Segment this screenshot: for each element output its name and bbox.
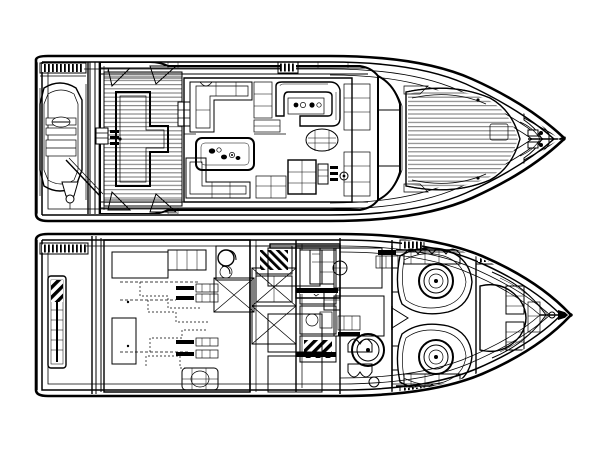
- view-lower-deck: [34, 232, 573, 398]
- swim-platform-lower: [36, 236, 93, 394]
- lower-deck-sheer-line-2: [47, 245, 551, 385]
- chain-locker: [491, 271, 568, 359]
- cabin-furniture: [296, 249, 399, 357]
- aft-deck-table: [115, 91, 169, 187]
- ladder-hatching: [51, 280, 63, 302]
- tender: [39, 82, 83, 192]
- cooktop: [287, 97, 325, 115]
- master-cabin: [475, 262, 541, 374]
- side-deck-vent: [277, 62, 299, 74]
- saloon-cabinetry: [253, 81, 287, 199]
- boarding-ladder: [47, 275, 67, 369]
- swim-platform: [36, 62, 89, 214]
- forward-bulkhead-cabinets: [343, 83, 371, 197]
- table-place-settings: [208, 147, 241, 160]
- side-decks: [100, 62, 368, 214]
- view-main-deck: [34, 54, 566, 223]
- utility-area: [215, 245, 293, 303]
- saloon-settee-aft: [185, 157, 251, 199]
- galley-counter: [275, 81, 341, 152]
- master-berth: [479, 283, 527, 353]
- engine-port: [392, 247, 473, 315]
- saloon-settee: [189, 81, 253, 133]
- generators: [347, 333, 385, 378]
- locker-x-1: [213, 277, 255, 313]
- galley-sink: [305, 128, 339, 152]
- dinette-table: [195, 137, 255, 171]
- main-deck-sheer-line-1: [41, 61, 555, 216]
- saloon: [183, 77, 371, 203]
- foredeck: [405, 87, 521, 191]
- foredeck-hatches: [403, 85, 509, 193]
- helm-station: [287, 159, 349, 195]
- crew-quarters: [167, 249, 219, 391]
- platform-grate: [42, 64, 84, 72]
- windlass: [527, 129, 543, 149]
